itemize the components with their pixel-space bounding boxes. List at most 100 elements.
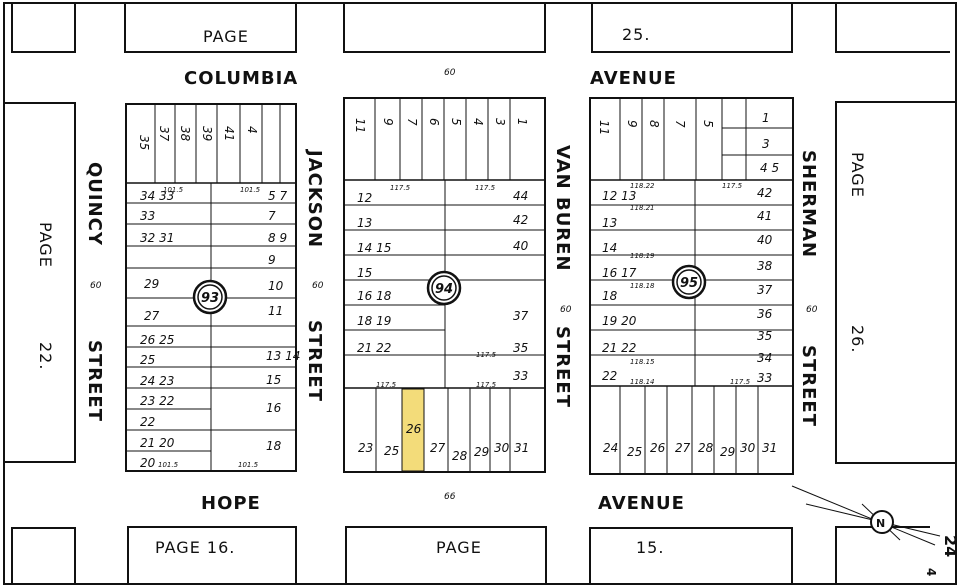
svg-text:117.5: 117.5: [476, 381, 497, 389]
svg-text:24: 24: [603, 441, 618, 455]
svg-text:36: 36: [757, 307, 773, 321]
svg-text:16 18: 16 18: [357, 289, 392, 303]
svg-text:18: 18: [602, 289, 618, 303]
svg-text:21 22: 21 22: [602, 341, 636, 355]
street-jackson-suffix: STREET: [304, 320, 325, 402]
sheet-number: 24: [941, 535, 960, 557]
svg-text:29: 29: [720, 445, 735, 459]
width-hope: 66: [444, 492, 456, 502]
svg-text:23: 23: [358, 441, 373, 455]
street-sherman-suffix: STREET: [798, 345, 819, 427]
svg-text:20: 20: [140, 456, 156, 470]
svg-text:34: 34: [757, 351, 772, 365]
svg-text:5: 5: [449, 118, 463, 126]
svg-text:26 25: 26 25: [140, 333, 174, 347]
svg-text:27: 27: [430, 441, 446, 455]
page-ref-left: PAGE: [36, 222, 55, 268]
svg-text:118.14: 118.14: [630, 378, 655, 386]
svg-text:37: 37: [157, 126, 171, 142]
svg-text:118.15: 118.15: [630, 358, 655, 366]
page-ref-right: PAGE: [848, 152, 867, 198]
svg-text:38: 38: [757, 259, 773, 273]
page-box-top-mid: [343, 3, 546, 53]
highlighted-lot-26[interactable]: [401, 388, 425, 472]
page-box-bottom-right: [589, 527, 793, 584]
svg-text:19 20: 19 20: [602, 314, 637, 328]
svg-text:33: 33: [140, 209, 155, 223]
svg-text:4: 4: [471, 118, 485, 126]
corner-block-top-left: [11, 3, 76, 53]
map-frame: [3, 2, 957, 585]
svg-text:23 22: 23 22: [140, 394, 174, 408]
page-ref-top-right: 25.: [622, 25, 650, 44]
page-box-bottom-left: [127, 526, 297, 584]
street-hope: HOPE: [201, 493, 261, 514]
svg-text:7: 7: [405, 118, 419, 126]
svg-text:7: 7: [673, 120, 687, 128]
svg-text:25: 25: [384, 444, 399, 458]
svg-text:118.22: 118.22: [630, 182, 655, 190]
svg-text:14 15: 14 15: [357, 241, 391, 255]
svg-text:25: 25: [627, 445, 642, 459]
svg-text:42: 42: [757, 186, 772, 200]
svg-text:11: 11: [268, 304, 283, 318]
corner-block-bottom-right: [835, 526, 930, 584]
corner-block-top-right: [835, 3, 950, 53]
svg-text:34 33: 34 33: [140, 189, 174, 203]
block-95-number: 95: [680, 276, 698, 291]
svg-text:3: 3: [762, 137, 770, 151]
street-jackson: JACKSON: [304, 148, 325, 248]
page-box-right: [835, 101, 956, 464]
svg-text:41: 41: [757, 209, 772, 223]
svg-text:35: 35: [513, 341, 528, 355]
svg-text:18 19: 18 19: [357, 314, 391, 328]
svg-text:118.19: 118.19: [630, 252, 655, 260]
svg-text:12: 12: [357, 191, 372, 205]
svg-text:37: 37: [513, 309, 529, 323]
page-box-top-left: [124, 3, 297, 53]
svg-text:33: 33: [513, 369, 528, 383]
svg-text:35: 35: [757, 329, 772, 343]
street-columbia: COLUMBIA: [184, 68, 298, 89]
svg-text:101.5: 101.5: [163, 186, 184, 194]
width-van-buren: 60: [560, 305, 572, 315]
svg-text:13: 13: [602, 216, 617, 230]
svg-text:101.5: 101.5: [158, 461, 179, 469]
svg-text:39: 39: [200, 126, 214, 141]
svg-text:8: 8: [647, 120, 661, 128]
svg-text:10: 10: [268, 279, 284, 293]
svg-text:4: 4: [245, 126, 259, 134]
sheet-sub: 4: [924, 568, 938, 576]
svg-text:41: 41: [222, 126, 236, 141]
svg-text:28: 28: [452, 449, 468, 463]
street-quincy: QUINCY: [84, 162, 105, 246]
svg-text:16: 16: [266, 401, 282, 415]
width-columbia: 60: [444, 68, 456, 78]
compass-north-label: N: [876, 517, 885, 530]
svg-text:29: 29: [144, 277, 159, 291]
svg-text:7: 7: [268, 209, 276, 223]
page-ref-left-num: 22.: [36, 342, 55, 370]
svg-text:13 14: 13 14: [266, 349, 300, 363]
svg-text:18: 18: [266, 439, 282, 453]
svg-text:118.18: 118.18: [630, 282, 655, 290]
width-jackson: 60: [312, 281, 324, 291]
street-avenue-bottom: AVENUE: [598, 493, 685, 514]
svg-text:4 5: 4 5: [760, 161, 779, 175]
corner-block-bottom-left: [11, 527, 76, 584]
svg-text:14: 14: [602, 241, 617, 255]
svg-text:117.5: 117.5: [476, 351, 497, 359]
svg-text:21 20: 21 20: [140, 436, 175, 450]
svg-text:6: 6: [427, 118, 441, 126]
block-93-number: 93: [201, 291, 219, 306]
svg-text:3: 3: [493, 118, 507, 126]
svg-text:27: 27: [144, 309, 160, 323]
svg-text:117.5: 117.5: [376, 381, 397, 389]
svg-text:15: 15: [357, 266, 372, 280]
svg-text:37: 37: [757, 283, 773, 297]
svg-text:26: 26: [406, 422, 422, 436]
street-sherman: SHERMAN: [798, 150, 819, 258]
page-box-left: [4, 102, 76, 463]
